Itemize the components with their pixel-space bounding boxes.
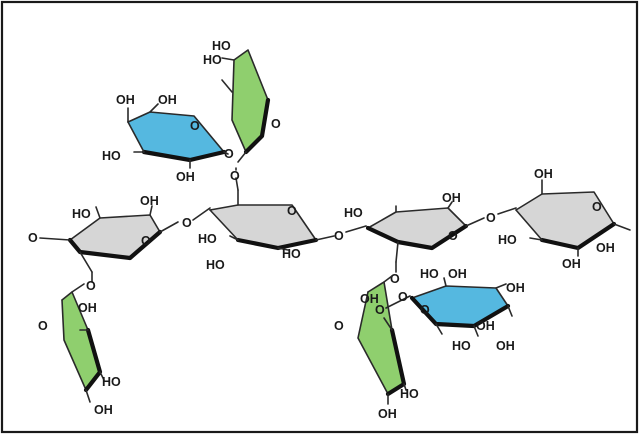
glucose-1-chain-oxygen: O [28, 231, 38, 245]
galactose-top-oh-bottom-label: OH [176, 170, 195, 184]
xylose-bottom-right-link-oxygen: O [375, 303, 385, 317]
galactose-bottom-oh-right-label: OH [506, 281, 525, 295]
galactose-bottom-ho-lower-label: HO [452, 339, 471, 353]
xylose-bottom-right-ring-oxygen: O [334, 319, 344, 333]
glucose-ring-1: O HO OH O [28, 194, 179, 283]
glucose-4-ho-label: HO [498, 233, 517, 247]
glucose-4-oh-top-label: OH [534, 167, 553, 181]
link-xylose-galactose [385, 295, 411, 309]
glycosidic-oxygen-2-3: O [334, 229, 344, 243]
glucose-3-ring-oxygen: O [448, 229, 458, 243]
xylose-top-ring-oxygen: O [271, 117, 281, 131]
glucose-ring-2: O HO HO HO O [198, 169, 335, 272]
xylose-bottom-right-ho-label: HO [400, 387, 419, 401]
galactose-bottom-ho-label: HO [420, 267, 439, 281]
xylose-bottom-left-link-oxygen: O [86, 279, 96, 293]
glucose-ring-3: O HO OH O [344, 191, 485, 286]
glucose-4-oh-lower-label: OH [562, 257, 581, 271]
glucose-1-ring-oxygen: O [141, 234, 151, 248]
glucose-ring-4-face [516, 192, 614, 248]
xylose-top-ho-upper-label: HO [212, 39, 231, 53]
glucose-4-ring-oxygen: O [592, 200, 602, 214]
galactose-ring-bottom: O HO OH OH HO OH OH [409, 267, 525, 353]
glycosidic-oxygen-3-4: O [486, 211, 496, 225]
glucose-1-oh-label: OH [140, 194, 159, 208]
xylose-bottom-right-oh-bottom-label: OH [378, 407, 397, 421]
galactose-top-ho-label: HO [102, 149, 121, 163]
galactose-bottom-oh-lower-label: OH [496, 339, 515, 353]
xylose-bottom-right-face [358, 282, 404, 394]
glucose-2-chain-oxygen: O [230, 169, 240, 183]
xylose-bottom-left-oh-label: OH [78, 301, 97, 315]
glucose-ring-4: O OH HO OH OH [498, 167, 631, 271]
xylose-top-link-oxygen: O [224, 147, 234, 161]
glucose-3-ho-label: HO [344, 206, 363, 220]
xylose-bottom-right-oh-label: OH [360, 292, 379, 306]
galactose-top-oh-left-label: OH [116, 93, 135, 107]
xylose-ring-bottom-right: O O OH HO OH [334, 275, 419, 421]
galactose-bottom-oh-top-label: OH [448, 267, 467, 281]
xylose-bottom-left-face [62, 292, 100, 390]
glucose-3-oh-label: OH [442, 191, 461, 205]
glucose-4-oh-right-label: OH [596, 241, 615, 255]
galactose-bottom-ring-oxygen: O [420, 303, 430, 317]
glycosidic-oxygen-xylose-galactose: O [398, 290, 408, 304]
galactose-bottom-face [412, 286, 508, 326]
glucose-2-oh-label: HO [282, 247, 301, 261]
glucose-ring-1-face [70, 215, 160, 258]
glucose-1-ho-label: HO [72, 207, 91, 221]
galactose-top-oh-right-label: OH [158, 93, 177, 107]
glucose-2-ring-oxygen: O [287, 204, 297, 218]
xylose-bottom-left-oh-bottom-label: OH [94, 403, 113, 417]
xylose-ring-bottom-left: O O OH HO OH [38, 279, 121, 417]
glycosidic-oxygen-1-2: O [182, 216, 192, 230]
glucose-2-ho-lower-label: HO [206, 258, 225, 272]
xylose-bottom-left-ho-label: HO [102, 375, 121, 389]
xylose-ring-top: O HO HO O [203, 39, 281, 171]
galactose-ring-top: O OH OH HO OH [102, 93, 229, 184]
glucose-2-ho-label: HO [198, 232, 217, 246]
glucose-3-chain-oxygen: O [390, 272, 400, 286]
galactose-bottom-oh-mid-label: OH [476, 319, 495, 333]
galactose-top-ring-oxygen: O [190, 119, 200, 133]
xylose-bottom-left-ring-oxygen: O [38, 319, 48, 333]
xylose-top-face [232, 50, 268, 152]
xylose-top-ho-lower-label: HO [203, 53, 222, 67]
